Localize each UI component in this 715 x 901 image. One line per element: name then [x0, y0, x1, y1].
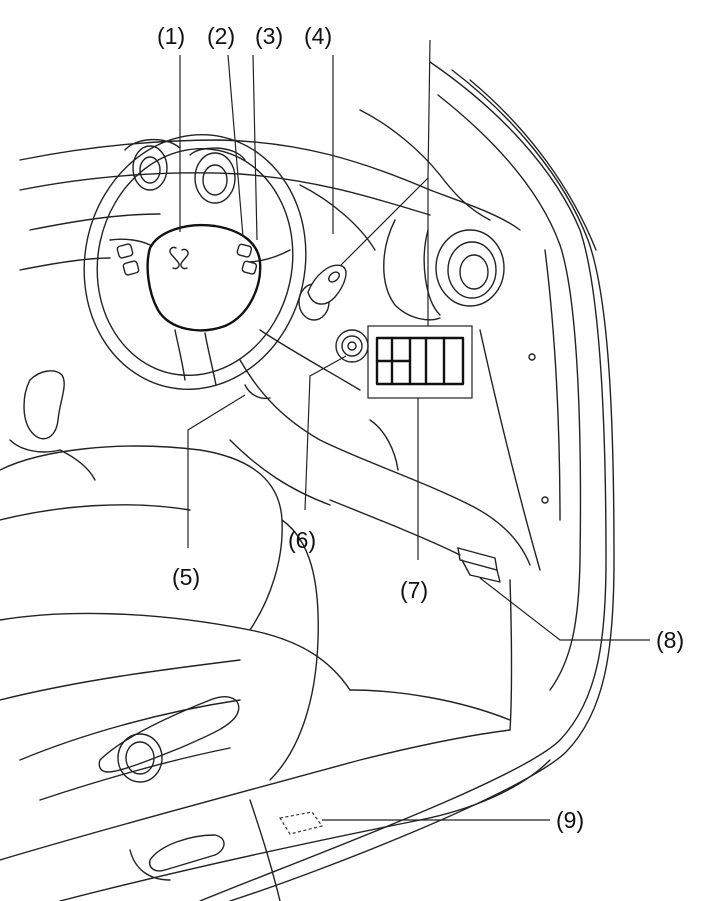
callout-9: (9): [556, 807, 584, 833]
dashboard-top: [19, 109, 521, 271]
door-frame: [199, 61, 615, 901]
callout-1: (1): [157, 23, 185, 49]
center-vent: [383, 219, 505, 321]
leader-lines: [179, 39, 650, 821]
kick-panel-connector: [457, 547, 501, 583]
lower-dash: [229, 329, 541, 571]
callout-5: (5): [172, 564, 200, 590]
floor-sill: [0, 499, 551, 901]
callout-2: (2): [207, 23, 235, 49]
callout-labels: (1) (2) (3) (4) (5) (6) (7) (8) (9): [157, 23, 684, 833]
driver-seat: [0, 370, 351, 881]
callout-3: (3): [255, 23, 283, 49]
steering-wheel-icon: [83, 134, 307, 390]
ignition-key: [298, 264, 347, 321]
s-logo-icon: [169, 246, 189, 270]
callout-7: (7): [400, 577, 428, 603]
switch-panel: [367, 325, 473, 399]
callout-4: (4): [304, 23, 332, 49]
callout-8: (8): [656, 627, 684, 653]
callout-6: (6): [288, 527, 316, 553]
push-switch: [335, 329, 369, 363]
airbag-module: [146, 223, 262, 332]
sill-connector: [279, 811, 324, 835]
instrument-gauges: [124, 138, 246, 204]
